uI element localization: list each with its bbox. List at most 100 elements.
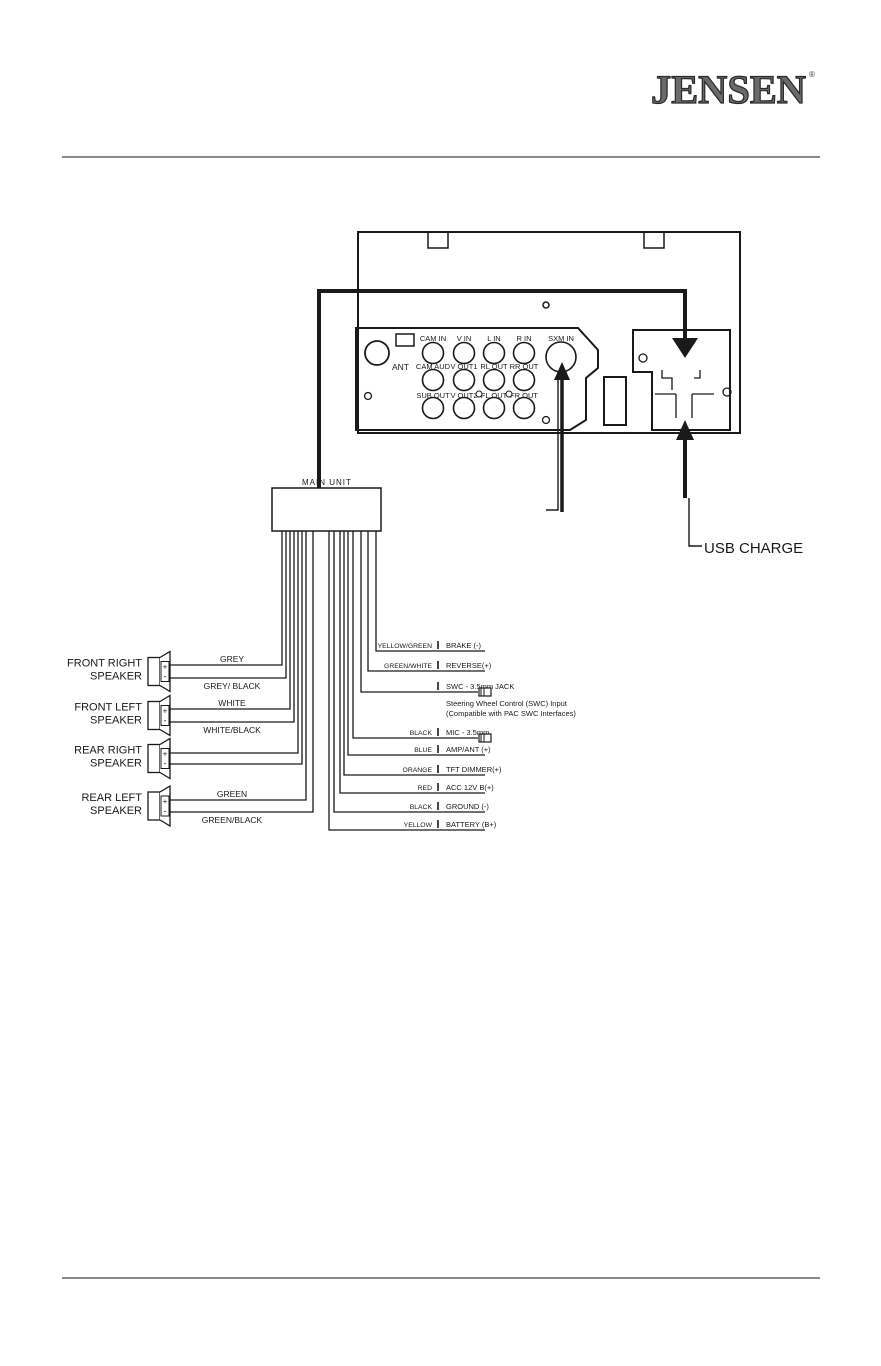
wire-color-label: ORANGE xyxy=(403,767,433,774)
rca-jack-label: SXM IN xyxy=(548,334,574,343)
rca-jack-fl-out xyxy=(482,396,506,420)
rca-jack-label: V IN xyxy=(457,334,472,343)
speaker-terminal xyxy=(160,748,170,769)
rca-jack-v-in xyxy=(452,341,476,365)
harness-wire xyxy=(343,531,485,776)
brand-logo-text: JENSEN xyxy=(651,67,806,112)
main-unit-label: MAIN UNIT xyxy=(302,478,352,487)
wire-color-label: GREEN/WHITE xyxy=(384,663,432,670)
speaker-positive-wire-label: GREY xyxy=(220,654,244,664)
rca-jack-rr-out xyxy=(512,368,536,392)
wire-color-label: YELLOW xyxy=(404,822,433,829)
harness-wire xyxy=(347,531,485,756)
plate-switch xyxy=(395,333,415,347)
harness-wire xyxy=(352,531,478,739)
rca-jack-label: SUB OUT xyxy=(416,391,450,400)
jack-plug-icon xyxy=(478,733,492,743)
main-unit-box xyxy=(271,487,382,532)
speaker-negative-wire-label: GREY/ BLACK xyxy=(204,681,261,691)
chassis-hole xyxy=(542,301,550,309)
rca-jack-label: RL OUT xyxy=(480,362,508,371)
jack-plug-ribs-icon xyxy=(480,734,485,742)
usb-screw-left xyxy=(638,353,648,363)
chassis-tab-right xyxy=(643,232,665,249)
connection-function-label: SWC - 3.5mm JACK xyxy=(446,682,514,691)
wire-color-label: YELLOW/GREEN xyxy=(378,643,432,650)
connection-function-label: BATTERY (B+) xyxy=(446,820,497,829)
rca-jack-fr-out xyxy=(512,396,536,420)
usb-charge-label: USB CHARGE xyxy=(704,540,803,557)
usb-port-detail xyxy=(661,370,701,390)
antenna-jack xyxy=(364,340,390,366)
swc-note: (Compatible with PAC SWC Interfaces) xyxy=(446,709,576,718)
rear-panel xyxy=(355,231,741,434)
speaker-plus-sign: + xyxy=(163,750,168,759)
rca-jack-cam-in xyxy=(421,341,445,365)
rca-jack-l-in xyxy=(482,341,506,365)
speaker-terminal xyxy=(160,705,170,726)
plate-screw-bottom xyxy=(541,415,551,425)
speaker-negative-wire xyxy=(170,531,287,679)
usb-port-slot xyxy=(655,393,714,418)
jack-plug-ribs-icon xyxy=(480,688,485,696)
speaker-name: REAR RIGHT xyxy=(74,745,142,757)
rca-jack-rl-out xyxy=(482,368,506,392)
connection-function-label: ACC 12V B(+) xyxy=(446,783,494,792)
speaker-name: FRONT LEFT xyxy=(74,702,142,714)
speaker-plus-sign: + xyxy=(163,797,168,806)
rca-jack-v-out2 xyxy=(452,396,476,420)
harness-wire xyxy=(375,531,485,652)
connection-function-label: TFT DIMMER(+) xyxy=(446,765,502,774)
harness-wire xyxy=(360,531,478,693)
speaker-plus-sign: + xyxy=(163,663,168,672)
connection-function-label: MIC - 3.5mm xyxy=(446,728,489,737)
wire-color-label: BLACK xyxy=(410,804,433,811)
speaker-positive-wire-label: WHITE xyxy=(218,698,246,708)
speaker-name: REAR LEFT xyxy=(81,792,142,804)
speaker-name: SPEAKER xyxy=(90,805,142,817)
rca-jack-label: FL OUT xyxy=(481,391,508,400)
usb-pointer-arrow xyxy=(676,420,694,440)
rca-jack-r-in xyxy=(512,341,536,365)
speaker-minus-sign: - xyxy=(164,806,167,816)
usb-module xyxy=(632,329,731,431)
brand-registered-mark: ® xyxy=(809,70,815,79)
main-unit-cable xyxy=(317,289,687,488)
swc-note: Steering Wheel Control (SWC) Input xyxy=(446,699,568,708)
speaker-negative-wire xyxy=(170,531,303,765)
wire-color-label: BLUE xyxy=(414,747,432,754)
speaker-negative-wire xyxy=(170,531,314,813)
speaker-icon xyxy=(147,700,161,731)
harness-wire xyxy=(339,531,485,794)
speaker-icon xyxy=(147,656,161,687)
rca-jack-label: V OUT2 xyxy=(450,391,477,400)
rca-jack-label: FR OUT xyxy=(510,391,538,400)
speaker-name: SPEAKER xyxy=(90,758,142,770)
brand-logo: JENSEN ® xyxy=(650,66,815,112)
usb-screw-right xyxy=(722,387,732,397)
sxm-pointer-arrow xyxy=(554,362,570,380)
speaker-negative-wire-label: GREEN/BLACK xyxy=(202,815,263,825)
connection-function-label: GROUND (-) xyxy=(446,802,489,811)
harness-wire xyxy=(333,531,485,813)
rca-jack-cam-aud xyxy=(421,368,445,392)
speaker-positive-wire xyxy=(170,531,291,710)
rca-jack-label: CAM IN xyxy=(420,334,446,343)
wire-color-label: BLACK xyxy=(410,730,433,737)
speaker-negative-wire-label: WHITE/BLACK xyxy=(203,725,261,735)
rca-jack-label: R IN xyxy=(517,334,532,343)
antenna-label: ANT xyxy=(392,362,409,372)
speaker-icon xyxy=(147,743,161,774)
speaker-name: SPEAKER xyxy=(90,671,142,683)
rca-jack-label: RR OUT xyxy=(510,362,539,371)
speaker-name: SPEAKER xyxy=(90,715,142,727)
speaker-terminal xyxy=(160,661,170,682)
speaker-minus-sign: - xyxy=(164,672,167,682)
jack-indicator xyxy=(475,390,483,398)
rca-jack-label: V OUT1 xyxy=(450,362,477,371)
rca-jack-sub-out xyxy=(421,396,445,420)
connector-plate xyxy=(355,327,599,431)
